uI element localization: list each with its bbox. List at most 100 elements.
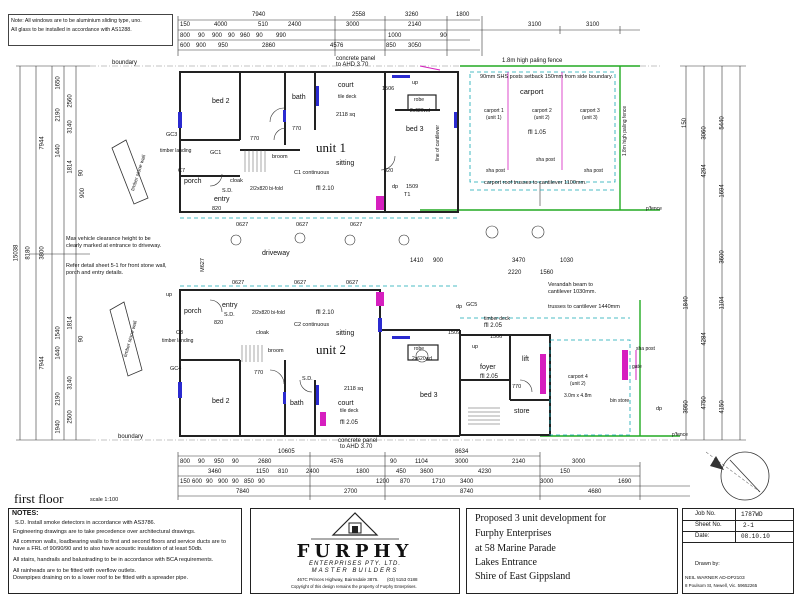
project-line-5: Shire of East Gippsland	[475, 571, 571, 582]
dim-l-inner-12: 1440	[55, 346, 62, 360]
dim-r-5: 1694	[719, 184, 726, 198]
top-dimension-lines	[177, 16, 640, 56]
dim-l-inner-9: 1814	[67, 316, 74, 330]
notes-line-3: All common walls, loadbearing walls to f…	[13, 539, 226, 545]
top-dims: 7940 2558 3260 1800 150 4000 510 2400 30…	[0, 0, 800, 60]
project-line-1: Proposed 3 unit development for	[475, 513, 607, 524]
dim-r3-6: 90	[256, 33, 263, 39]
dim-r-10: 3950	[683, 400, 690, 414]
dim-r2-4: 2400	[288, 22, 302, 28]
left-dimension-lines	[16, 65, 90, 441]
boundaries	[90, 65, 680, 441]
carport4-area	[460, 317, 631, 436]
carport-area	[469, 71, 616, 206]
gates	[419, 65, 637, 380]
date-label: Date:	[695, 533, 710, 539]
dim-r-8: 1840	[683, 296, 690, 310]
date-value: 08.10.10	[741, 533, 770, 540]
dim-l-outer-3: 7944	[39, 136, 46, 150]
dim-r-7: 1104	[719, 296, 726, 310]
project-line-2: Furphy Enterprises	[475, 528, 552, 539]
driveway-lines	[180, 217, 460, 287]
dim-top-1: 7940	[252, 12, 266, 18]
dim-l-inner-11: 90	[78, 335, 85, 343]
drawn-address: 8 Poulsom St, Newell, Vic. 59652265	[685, 583, 758, 588]
dim-r-2: 3060	[701, 126, 708, 140]
header-note-line1: Note: All windows are to be aluminium sl…	[11, 18, 142, 24]
dim-r3-5: 960	[240, 33, 251, 39]
posts	[230, 225, 545, 363]
dim-l-inner-3: 2190	[55, 108, 62, 122]
scale-label: scale 1:100	[90, 497, 119, 503]
dim-r-6: 3600	[719, 250, 726, 264]
dim-r3-9: 90	[440, 33, 447, 39]
dim-r2-6: 2140	[408, 22, 422, 28]
job-value: 1787WD	[741, 511, 763, 518]
project-box: Proposed 3 unit development for Furphy E…	[466, 508, 678, 594]
furphy-logo-icon	[311, 512, 399, 540]
front-stone-walls	[109, 139, 149, 377]
logo-copyright: Copyright of this design remains the pro…	[291, 584, 417, 589]
logo-sub2: MASTER BUILDERS	[311, 568, 399, 574]
dim-r4-6: 850	[386, 43, 397, 49]
notes-line-2: Engineering drawings are to take precede…	[13, 529, 196, 535]
notes-line-6: All rainheads are to be fitted with over…	[13, 568, 137, 574]
job-label: Job No.	[695, 511, 716, 517]
logo-box: FURPHY ENTERPRISES PTY. LTD. MASTER BUIL…	[250, 508, 460, 594]
job-row: Job No. 1787WD	[683, 509, 793, 521]
dim-r-4: 4294	[701, 164, 708, 178]
dim-l-inner-4: 3140	[67, 120, 74, 134]
dim-r-12: 4150	[719, 400, 726, 414]
logo-phone: (03) 5153 0188	[387, 577, 418, 582]
dim-l-inner-10: 1540	[55, 326, 62, 340]
project-line-3: at 58 Marine Parade	[475, 543, 556, 554]
door-swings	[209, 107, 533, 393]
dim-r2-3: 510	[258, 22, 269, 28]
dim-r3-4: 90	[228, 33, 235, 39]
dim-r3-1: 800	[180, 33, 191, 39]
dim-l-inner-7: 90	[78, 169, 85, 177]
dim-r4-5: 4576	[330, 43, 344, 49]
dim-r-1: 150	[682, 117, 689, 129]
date-row: Date: 08.10.10	[683, 531, 793, 543]
logo-address: 467C Princes Highway, Bairnsdale 3875.	[297, 577, 379, 582]
dim-l-outer-1: 15038	[13, 244, 20, 262]
floor-title: first floor	[14, 491, 64, 506]
dim-r2-2: 4000	[214, 22, 228, 28]
notes-title: NOTES:	[12, 510, 39, 517]
unit1-walls	[179, 71, 459, 213]
dim-l-outer-5: 3800	[39, 246, 46, 260]
dim-l-inner-15: 2500	[67, 410, 74, 424]
dim-r2-7: 3100	[528, 22, 542, 28]
dim-r2-5: 3000	[346, 22, 360, 28]
dim-l-inner-5: 1440	[55, 144, 62, 158]
dim-l-inner-8: 900	[80, 187, 87, 199]
dim-r2-1: 150	[180, 22, 191, 28]
dim-r3-7: 990	[276, 33, 287, 39]
right-dimension-lines	[680, 65, 746, 441]
dim-r3-2: 90	[198, 33, 205, 39]
dim-r3-8: 1000	[388, 33, 402, 39]
dim-l-inner-13: 3140	[67, 376, 74, 390]
bottom-dimension-lines	[177, 452, 690, 500]
dim-r-9: 4284	[701, 332, 708, 346]
dim-l-outer-2: 8180	[25, 246, 32, 260]
dim-l-inner-14: 2190	[55, 392, 62, 406]
logo-name: FURPHY	[296, 541, 414, 562]
north-arrow-icon	[705, 451, 770, 501]
dim-r4-4: 2860	[262, 43, 276, 49]
dim-r4-3: 950	[218, 43, 229, 49]
dim-r4-1: 600	[180, 43, 191, 49]
sheet-label: Sheet No.	[695, 522, 722, 528]
dim-top-2: 2558	[352, 12, 366, 18]
dim-r-3: 5440	[719, 116, 726, 130]
sheet-value: 2-1	[743, 522, 754, 529]
divider-line	[735, 509, 736, 542]
dim-l-outer-4: 7944	[39, 356, 46, 370]
title-block: Job No. 1787WD Sheet No. 2-1 Date: 08.10…	[682, 508, 794, 594]
dim-r4-7: 3050	[408, 43, 422, 49]
drawn-name: NEIL WARNER AD-DP2103	[685, 576, 745, 581]
dim-r3-3: 900	[212, 33, 223, 39]
header-note-line2: All glass to be installed in accordance …	[11, 27, 132, 33]
